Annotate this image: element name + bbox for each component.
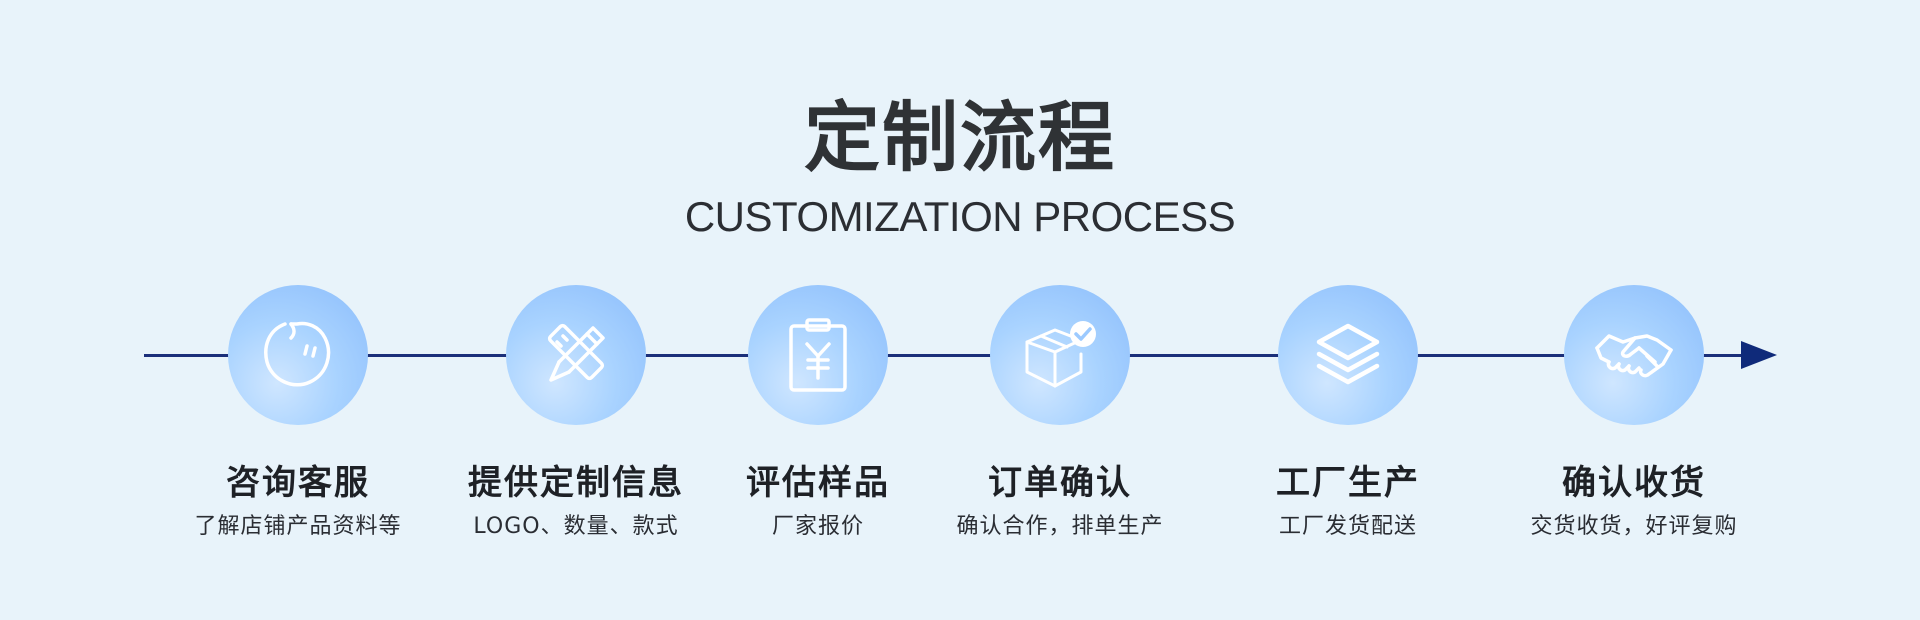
step-title: 工厂生产 [1276, 463, 1420, 503]
step-circle [506, 285, 646, 425]
step-description: 工厂发货配送 [1278, 513, 1417, 539]
handshake-icon [1595, 334, 1673, 378]
process-step-consult: 咨询客服 了解店铺产品资料等 [138, 285, 458, 540]
process-step-factory-production: 工厂生产 工厂发货配送 [1188, 285, 1508, 540]
step-circle [228, 285, 368, 425]
process-step-order-confirm: 订单确认 确认合作，排单生产 [900, 285, 1220, 540]
chat-bubble-icon [264, 321, 331, 387]
process-step-evaluate-sample: 评估样品 厂家报价 [658, 285, 978, 540]
page-subtitle: CUSTOMIZATION PROCESS [684, 193, 1236, 240]
step-title: 订单确认 [988, 463, 1132, 503]
timeline-line [144, 354, 1744, 357]
step-circle [990, 285, 1130, 425]
page-title: 定制流程 [804, 93, 1116, 182]
box-check-icon [1025, 321, 1096, 388]
step-description: 厂家报价 [771, 513, 864, 539]
step-title: 确认收货 [1562, 463, 1706, 503]
layers-icon [1316, 323, 1380, 385]
step-description: LOGO、数量、款式 [473, 513, 679, 539]
step-circle [748, 285, 888, 425]
process-step-confirm-receipt: 确认收货 交货收货，好评复购 [1474, 285, 1794, 540]
timeline-arrow-icon [1741, 341, 1777, 369]
step-title: 提供定制信息 [468, 463, 684, 503]
yuan-clipboard-icon [789, 318, 847, 392]
step-circle [1564, 285, 1704, 425]
process-step-provide-info: 提供定制信息 LOGO、数量、款式 [416, 285, 736, 540]
step-description: 交货收货，好评复购 [1530, 513, 1738, 539]
step-circle [1278, 285, 1418, 425]
pencil-ruler-icon [547, 323, 605, 382]
step-title: 评估样品 [746, 463, 890, 503]
step-title: 咨询客服 [226, 463, 370, 503]
step-description: 确认合作，排单生产 [956, 513, 1164, 539]
step-description: 了解店铺产品资料等 [194, 513, 402, 539]
